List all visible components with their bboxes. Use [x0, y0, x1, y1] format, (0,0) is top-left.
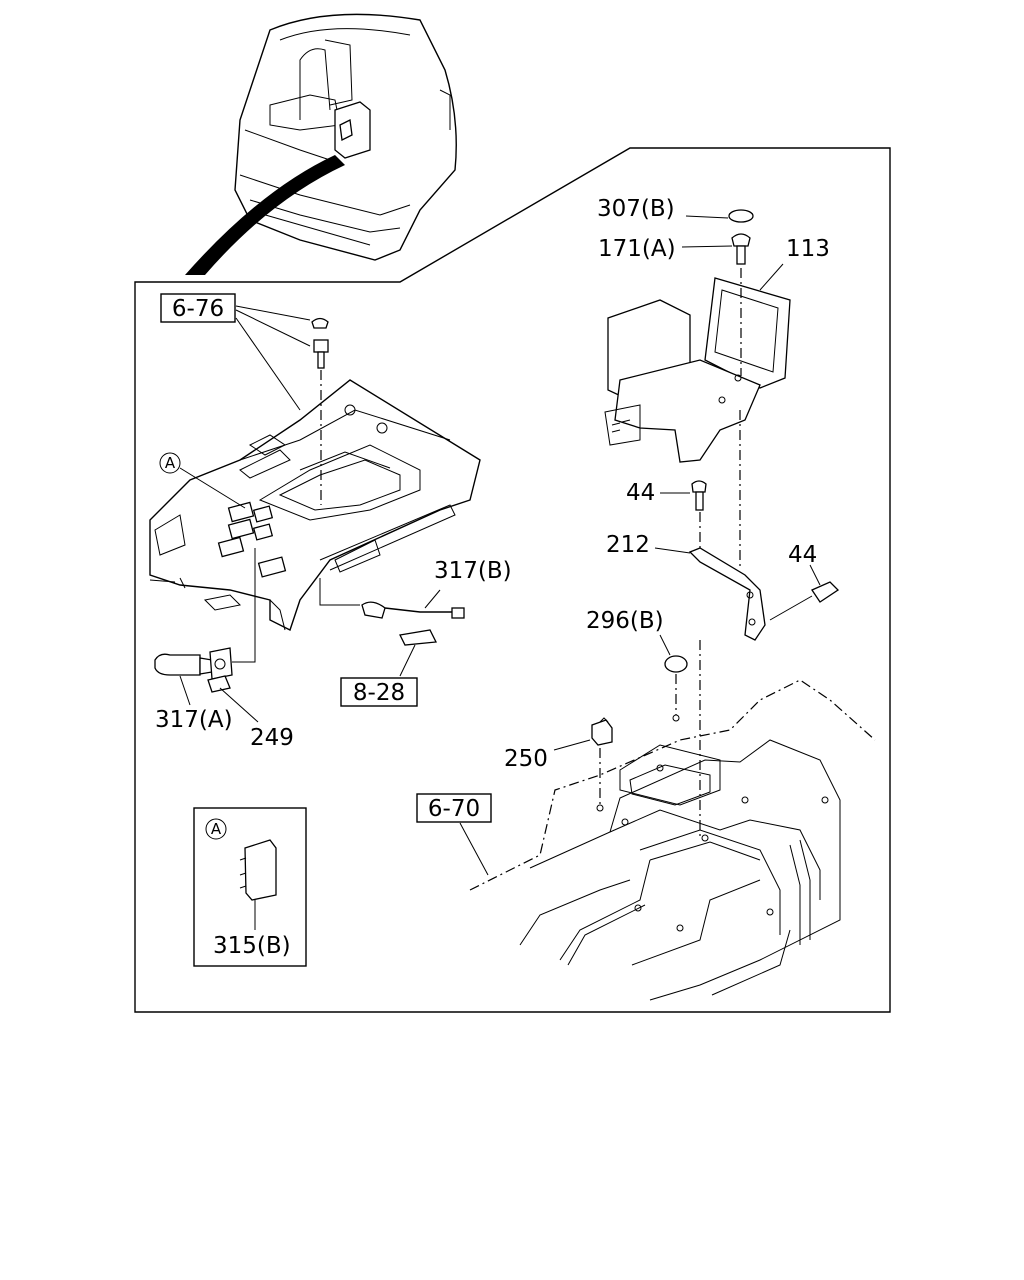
callout-307b: 307(B) — [597, 196, 675, 222]
callout-296b: 296(B) — [586, 608, 664, 634]
bracket-212-bolts-44: 44 212 44 — [606, 410, 840, 641]
callout-315b: 315(B) — [213, 933, 291, 959]
detail-a-marker: A — [165, 454, 176, 472]
ref-label-6-70: 6-70 — [428, 796, 480, 822]
detail-frame — [134, 147, 891, 1013]
callout-44-right: 44 — [788, 542, 817, 568]
callout-113: 113 — [786, 236, 830, 262]
callout-250: 250 — [504, 746, 548, 772]
center-console: A — [149, 379, 481, 631]
harness-317b: 317(B) 8-28 — [319, 558, 512, 707]
ref-6-70: 6-70 — [416, 793, 492, 876]
detail-a-box-marker: A — [211, 820, 222, 838]
callout-317b: 317(B) — [434, 558, 512, 584]
floor-panel — [469, 679, 876, 1001]
console-top-fasteners — [311, 317, 329, 505]
plug-296b: 296(B) — [586, 608, 688, 722]
ref-label-8-28: 8-28 — [353, 680, 405, 706]
cab-overview-illustration — [185, 13, 457, 275]
lighter-assembly: 317(A) 249 — [154, 548, 294, 751]
detail-a-box: A 315(B) — [193, 807, 307, 967]
ref-label-6-76: 6-76 — [172, 296, 224, 322]
fasteners-top-right: 307(B) 171(A) — [597, 196, 754, 376]
ref-6-76: 6-76 — [160, 293, 311, 411]
callout-44-upper: 44 — [626, 480, 655, 506]
callout-212: 212 — [606, 532, 650, 558]
clip-250: 250 — [504, 717, 613, 812]
callout-171a: 171(A) — [598, 236, 676, 262]
storage-box-113: 113 — [604, 236, 830, 463]
callout-317a: 317(A) — [155, 707, 233, 733]
callout-249: 249 — [250, 725, 294, 751]
